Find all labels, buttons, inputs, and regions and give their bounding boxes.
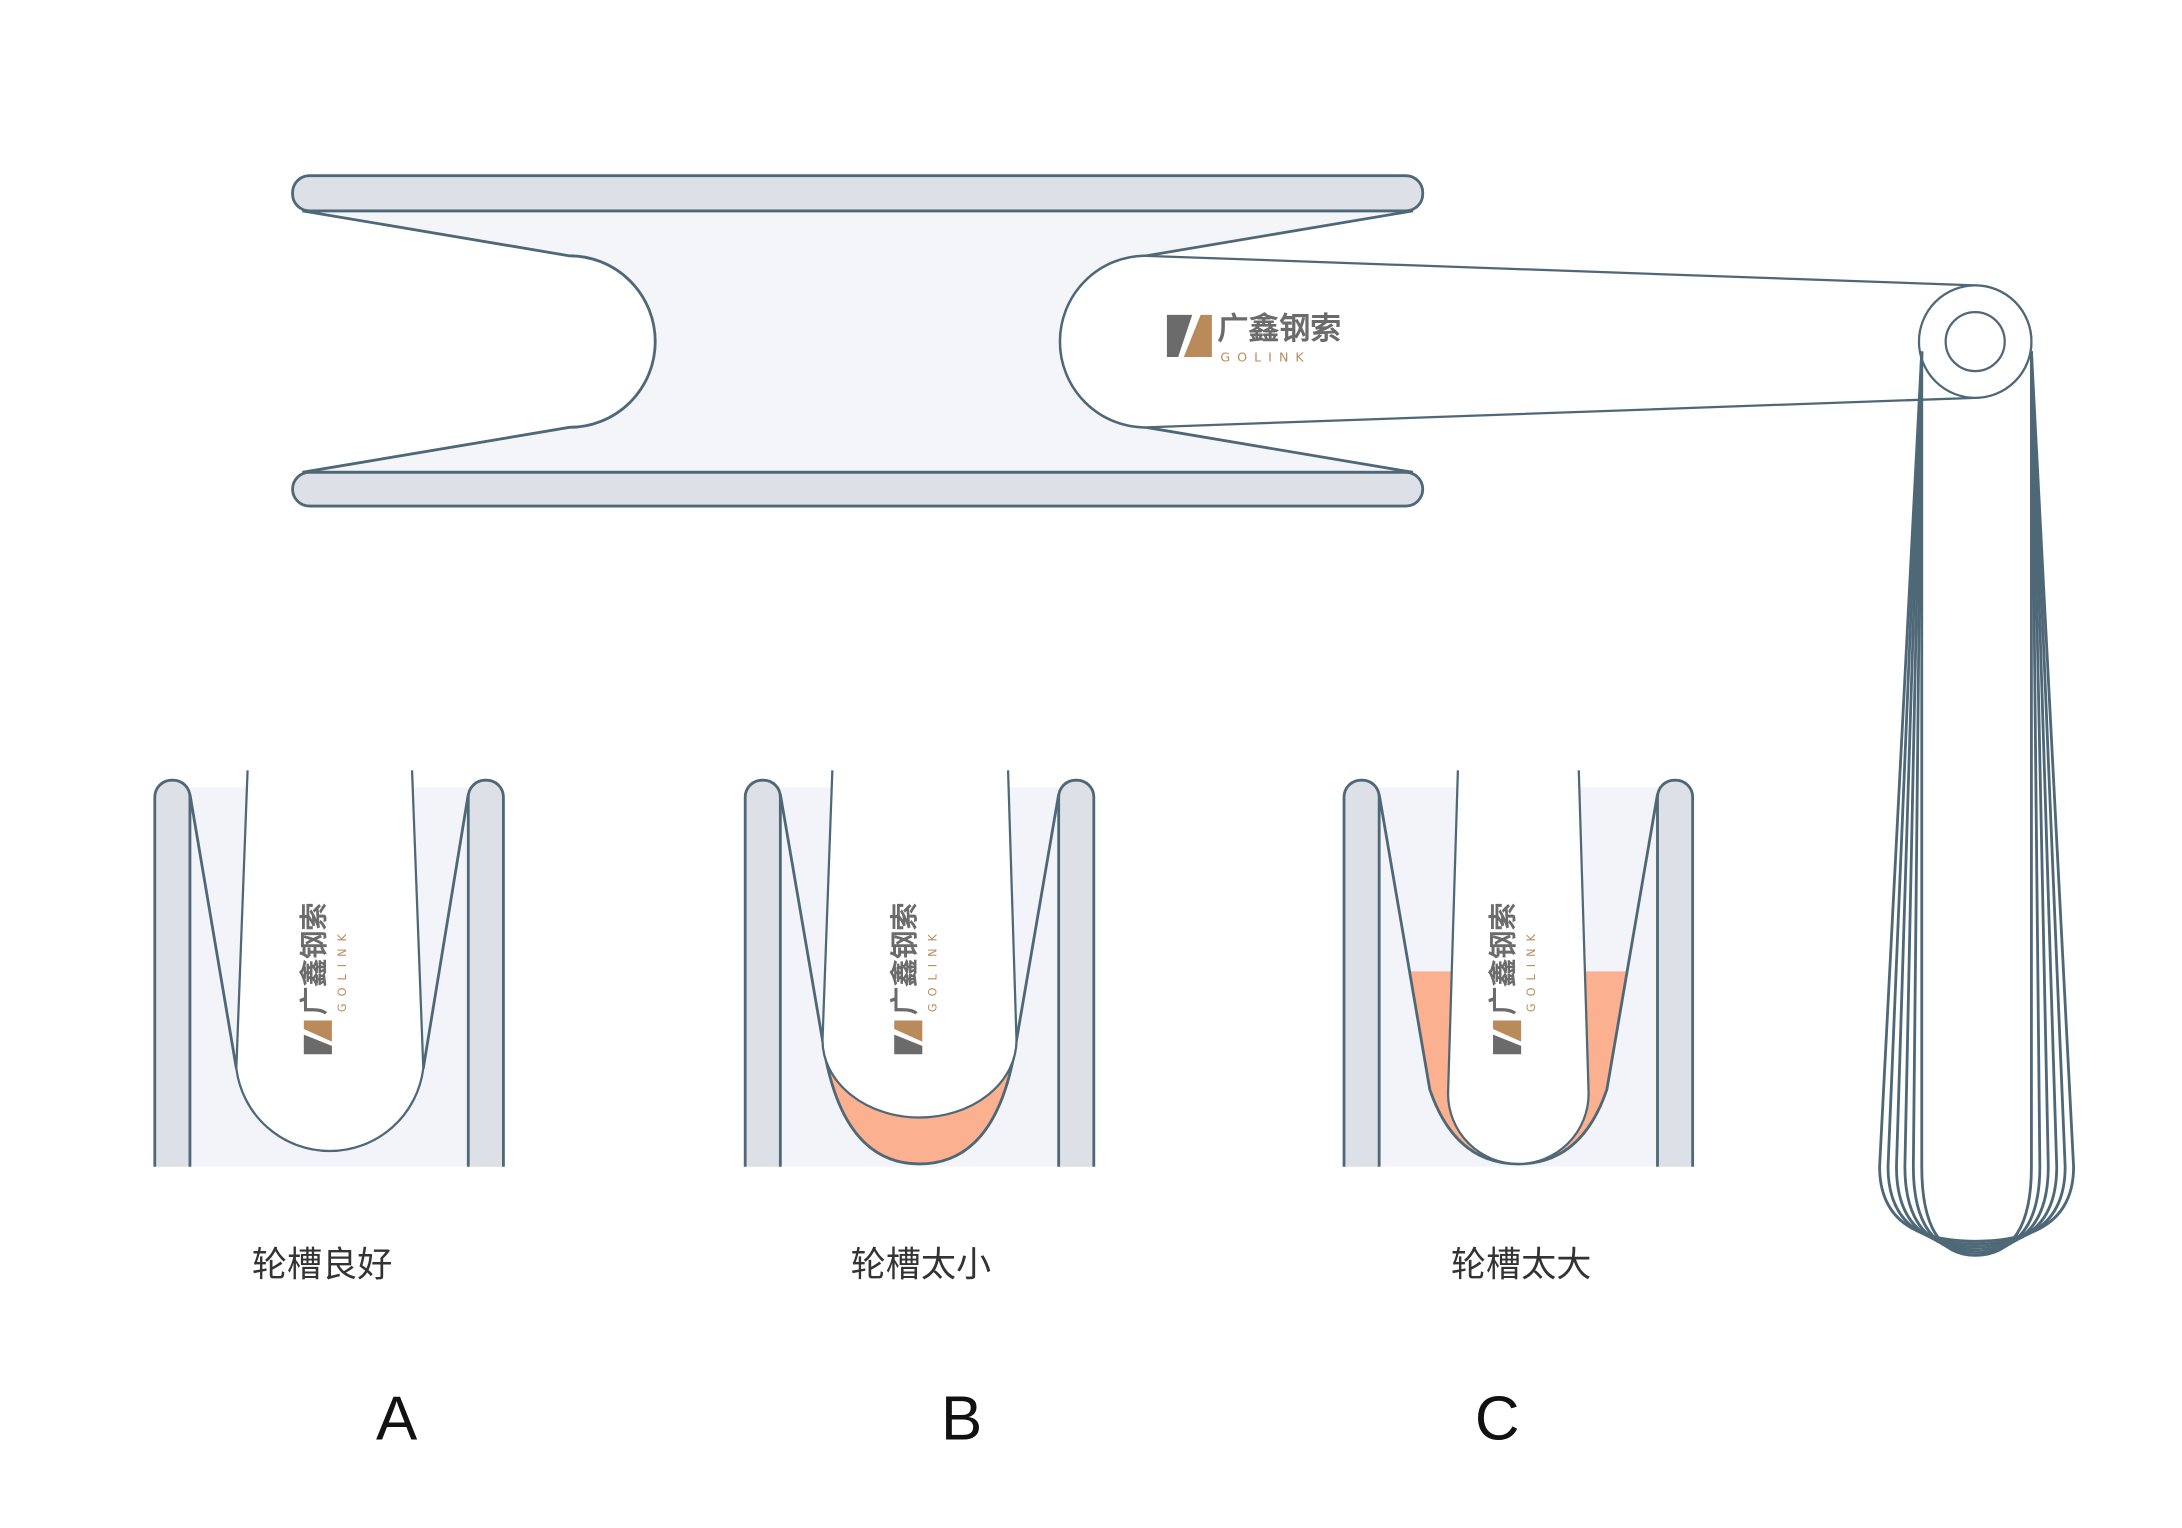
rope-vertical-loop xyxy=(1878,351,2075,1257)
sheave-bottom-flange xyxy=(291,470,1425,508)
sheave-top-flange xyxy=(291,174,1425,213)
logo-mark-gold xyxy=(1183,314,1212,358)
rope-strand xyxy=(1878,351,2075,1243)
rope-strand xyxy=(1911,351,2042,1254)
panel-c-label: 轮槽太大 xyxy=(1451,1244,1592,1285)
pulley-hub xyxy=(1944,310,2006,373)
rope-strand xyxy=(1920,351,2033,1257)
panel-b-groove-too-small: 广鑫钢索 GOLINK 轮槽太小 B xyxy=(731,770,1111,1453)
panel-logo-chinese: 广鑫钢索 xyxy=(297,902,330,1014)
logo-english-text: GOLINK xyxy=(1220,349,1310,364)
panel-a-good-groove: 广鑫钢索 GOLINK 轮槽良好 A xyxy=(140,770,521,1453)
rope-cross-section xyxy=(235,770,425,1153)
rope-strand xyxy=(1886,351,2067,1246)
rope-strand xyxy=(1895,351,2059,1249)
flange-right xyxy=(1656,778,1695,1190)
panel-a-label: 轮槽良好 xyxy=(252,1244,393,1285)
panel-logo-chinese: 广鑫钢索 xyxy=(888,902,921,1014)
panel-b-letter: B xyxy=(941,1384,982,1453)
sheave-side-view xyxy=(291,174,1425,508)
panel-c-letter: C xyxy=(1475,1384,1520,1453)
flange-right xyxy=(1057,778,1096,1190)
panel-logo-english: GOLINK xyxy=(336,927,349,1012)
panel-logo: 广鑫钢索 GOLINK xyxy=(297,902,349,1055)
flange-left xyxy=(153,778,192,1190)
rope-strand xyxy=(1903,351,2050,1252)
logo-chinese-text: 广鑫钢索 xyxy=(1218,311,1342,347)
rope-cross-section xyxy=(821,770,1018,1119)
panel-a-letter: A xyxy=(376,1384,418,1453)
panel-logo: 广鑫钢索 GOLINK xyxy=(1487,902,1538,1055)
panel-logo-english: GOLINK xyxy=(926,927,939,1012)
groove-walls xyxy=(778,793,1061,1166)
flange-left xyxy=(743,778,782,1190)
logo-mark-gray xyxy=(1166,314,1193,358)
rope-path xyxy=(1059,254,2075,1257)
flange-right xyxy=(466,778,505,1190)
wear-area xyxy=(822,1040,1017,1164)
groove-walls xyxy=(188,793,470,1069)
panel-logo: 广鑫钢索 GOLINK xyxy=(888,902,939,1055)
panel-c-groove-too-large: 广鑫钢索 GOLINK 轮槽太大 C xyxy=(1329,770,1710,1453)
panel-logo-english: GOLINK xyxy=(1525,927,1538,1012)
rope-cross-section xyxy=(1446,770,1590,1166)
brand-logo: 广鑫钢索 GOLINK xyxy=(1166,311,1342,364)
panel-logo-chinese: 广鑫钢索 xyxy=(1487,902,1520,1014)
panel-b-label: 轮槽太小 xyxy=(851,1244,992,1285)
flange-left xyxy=(1342,778,1381,1190)
